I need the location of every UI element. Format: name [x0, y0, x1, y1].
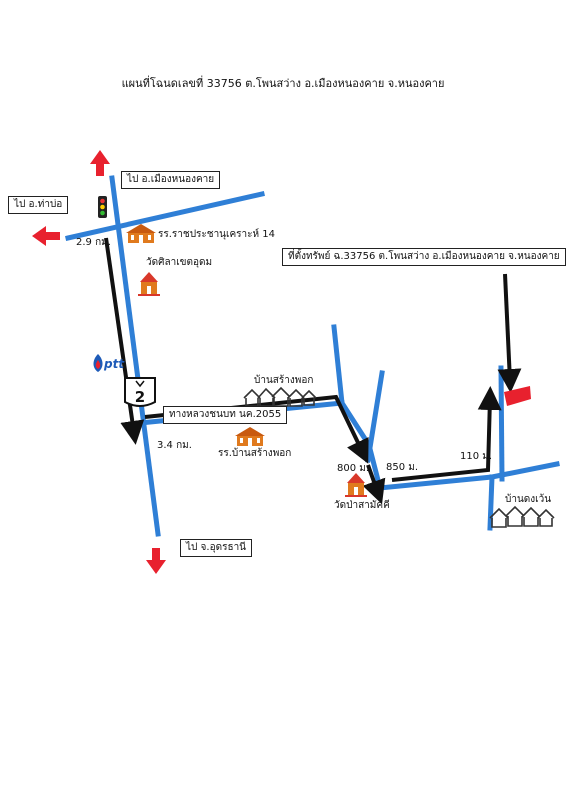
road-to-thabo: [65, 191, 265, 241]
road-diagonal: [338, 399, 384, 492]
route-to-property: [104, 237, 522, 505]
svg-text:2: 2: [135, 388, 145, 406]
route-shield-icon: 2: [124, 377, 156, 407]
map-title: แผนที่โฉนดเลขที่ 33756 ต.โพนสว่าง อ.เมือ…: [121, 77, 445, 90]
road-property: [498, 365, 505, 482]
label-temple-1: วัดศิลาเขตอุดม: [146, 257, 213, 268]
arrow-south-icon: [146, 548, 166, 574]
temple-icon: [138, 272, 160, 296]
traffic-light-icon: [98, 196, 107, 218]
route-seg-4: [391, 386, 502, 482]
temple-icon: [345, 473, 367, 497]
ptt-logo-icon: ptt: [93, 354, 125, 372]
label-rural-road: ทางหลวงชนบท นค.2055: [163, 406, 288, 424]
label-village-2: บ้านดงเว้น: [505, 494, 552, 505]
school-icon: [126, 224, 156, 243]
distance-3-4km: 3.4 กม.: [157, 440, 192, 451]
distance-850m: 850 ม.: [386, 462, 419, 473]
distance-2-9km: 2.9 กม.: [76, 237, 111, 248]
label-to-thabo: ไป อ.ท่าบ่อ: [8, 196, 69, 214]
outbound-arrows: [32, 150, 166, 574]
distance-800m: 800 ม.: [337, 463, 370, 474]
route-seg-5: [497, 273, 522, 393]
label-temple-2: วัดป่าสามัคคี: [334, 500, 390, 511]
house-icon: [489, 505, 555, 528]
route-seg-3: [362, 464, 386, 505]
label-to-nongkhai: ไป อ.เมืองหนองคาย: [121, 171, 221, 189]
school-icon: [235, 427, 265, 446]
svg-text:ptt: ptt: [103, 357, 125, 371]
road-north-branch-1: [331, 324, 345, 406]
road-village-south: [487, 474, 495, 531]
label-school-2: รร.บ้านสร้างพอก: [218, 448, 292, 459]
arrow-west-icon: [32, 226, 60, 246]
property-marker-icon: [504, 386, 531, 406]
label-school-1: รร.ราชประชานุเคราะห์ 14: [158, 229, 275, 240]
highway-2: [109, 175, 161, 537]
distance-110m: 110 ม.: [460, 451, 493, 462]
label-to-udon: ไป จ.อุดรธานี: [180, 539, 253, 557]
label-property: ที่ตั้งทรัพย์ ฉ.33756 ต.โพนสว่าง อ.เมือง…: [282, 248, 566, 266]
label-village-1: บ้านสร้างพอก: [254, 375, 314, 386]
arrow-north-icon: [90, 150, 110, 176]
